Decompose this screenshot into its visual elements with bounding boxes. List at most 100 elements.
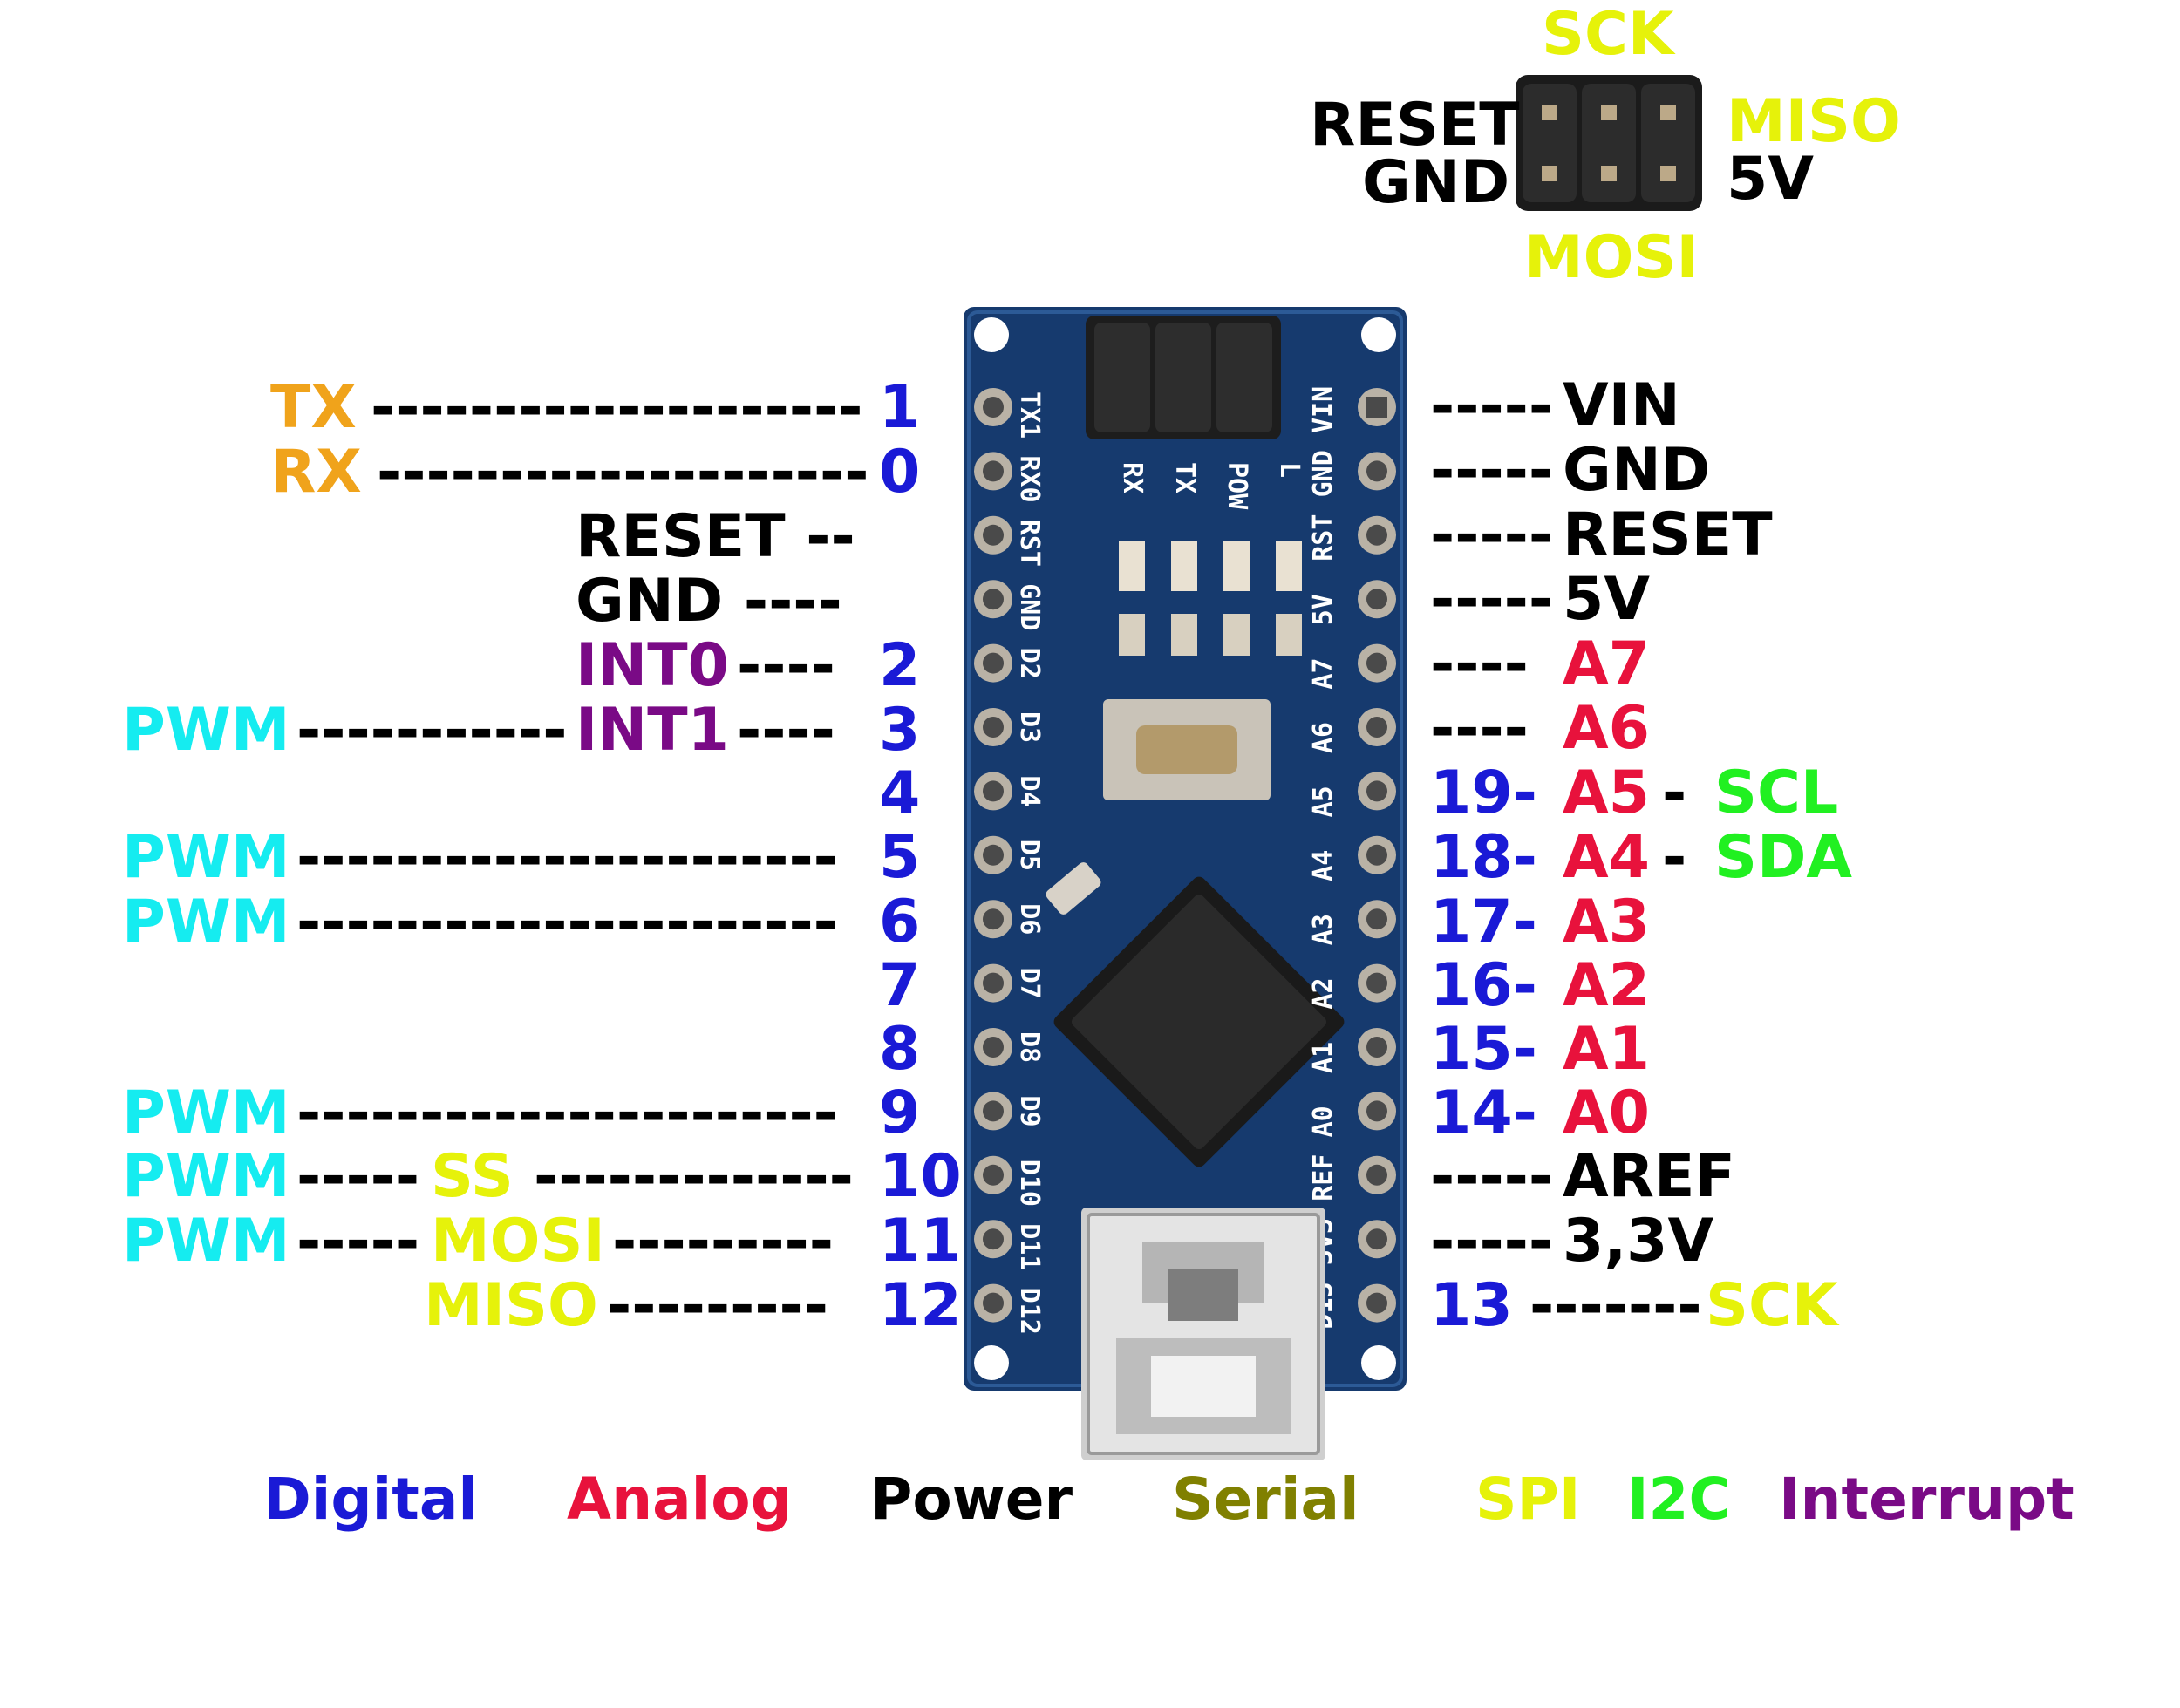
status-led — [1223, 541, 1250, 591]
rx-leader: -------------------- — [377, 438, 869, 507]
isp-pin — [1542, 105, 1557, 120]
silk-label-left: RX0 — [1014, 455, 1045, 502]
silk-label-left: D5 — [1014, 840, 1045, 871]
label-pwm-9: PWM — [122, 1079, 290, 1147]
status-led — [1171, 541, 1197, 591]
status-led — [1276, 541, 1302, 591]
label-reset-right: RESET — [1563, 500, 1773, 569]
label-a5: A5 — [1563, 759, 1650, 827]
pin-number-0: 0 — [879, 438, 921, 507]
pin-number-15: 15- — [1430, 1015, 1537, 1084]
pin-number-3: 3 — [879, 696, 921, 765]
isp-pin — [1542, 166, 1557, 181]
sck-leader: ------- — [1529, 1271, 1702, 1340]
led-label: RX — [1117, 462, 1148, 493]
resistor — [1119, 614, 1145, 656]
silk-label-right: VIN — [1308, 386, 1339, 433]
a5-leader: - — [1662, 759, 1687, 827]
label-gnd-right: GND — [1563, 436, 1711, 505]
isp-5v-label: 5V — [1727, 145, 1814, 214]
a4-leader: - — [1662, 823, 1687, 892]
silk-label-right: 5V — [1308, 594, 1339, 625]
legend-power: Power — [870, 1466, 1073, 1533]
status-led — [1119, 541, 1145, 591]
label-a6: A6 — [1563, 694, 1650, 763]
silk-label-left: D12 — [1014, 1288, 1045, 1335]
isp-pin — [1601, 105, 1617, 120]
mounting-hole — [974, 317, 1009, 352]
pwm6-leader: ---------------------- — [296, 888, 838, 956]
pin-number-2: 2 — [879, 631, 921, 700]
isp-gnd-label: GND — [1362, 148, 1510, 217]
pin-number-17: 17- — [1430, 888, 1537, 956]
isp-pin — [1660, 166, 1676, 181]
pwm10-leader-2: ------------- — [534, 1142, 854, 1211]
label-5v: 5V — [1563, 565, 1650, 634]
pin-number-11: 11 — [879, 1207, 962, 1276]
pin-number-5: 5 — [879, 823, 921, 892]
int1-leader: ---- — [737, 696, 835, 765]
silk-label-left: D4 — [1014, 775, 1045, 806]
label-pwm-6: PWM — [122, 888, 290, 956]
silk-label-right: A4 — [1308, 850, 1339, 881]
silk-label-left: D11 — [1014, 1223, 1045, 1270]
resistor — [1276, 614, 1302, 656]
label-miso: MISO — [424, 1271, 598, 1340]
isp-pin — [1601, 166, 1617, 181]
silk-label-left: RST — [1014, 520, 1045, 567]
label-int0: INT0 — [576, 631, 729, 700]
pwm11-leader-2: --------- — [612, 1207, 835, 1276]
label-a7: A7 — [1563, 629, 1650, 698]
pin-number-16: 16- — [1430, 951, 1537, 1020]
pin-number-6: 6 — [879, 888, 921, 956]
pin-number-1: 1 — [879, 373, 921, 442]
silk-label-left: D10 — [1014, 1160, 1045, 1207]
silk-label-left: GND — [1014, 583, 1045, 630]
silk-label-left: D3 — [1014, 711, 1045, 743]
tx-leader: -------------------- — [371, 373, 863, 442]
mounting-hole — [1361, 317, 1396, 352]
resistor — [1171, 614, 1197, 656]
mounting-hole — [1361, 1345, 1396, 1380]
pin-number-8: 8 — [879, 1015, 921, 1084]
pin-number-14: 14- — [1430, 1079, 1537, 1147]
resistor — [1223, 614, 1250, 656]
label-pwm-3: PWM — [122, 696, 290, 765]
isp-mosi-label: MOSI — [1524, 223, 1699, 292]
label-rx: RX — [270, 438, 362, 507]
pwm3-leader: ----------- — [296, 696, 568, 765]
label-sck: SCK — [1706, 1271, 1838, 1340]
legend-spi: SPI — [1475, 1466, 1581, 1533]
silk-label-right: A3 — [1308, 914, 1339, 945]
isp-sck-label: SCK — [1542, 0, 1674, 69]
label-a1: A1 — [1563, 1015, 1650, 1084]
label-pwm-11: PWM — [122, 1207, 290, 1276]
silk-label-left: D7 — [1014, 968, 1045, 999]
label-reset-left: RESET -- — [576, 502, 855, 571]
pwm5-leader: ---------------------- — [296, 823, 838, 892]
legend-i2c: I2C — [1627, 1466, 1731, 1533]
pin-number-9: 9 — [879, 1079, 921, 1147]
pwm9-leader: ---------------------- — [296, 1079, 838, 1147]
vin-leader: ----- — [1430, 371, 1554, 440]
legend-digital: Digital — [263, 1466, 478, 1533]
label-aref: AREF — [1563, 1142, 1735, 1211]
label-sda: SDA — [1714, 823, 1853, 892]
isp-reset-label: RESET — [1310, 91, 1520, 160]
silk-label-right: RST — [1308, 514, 1339, 561]
isp-header — [1516, 75, 1702, 211]
mounting-hole — [974, 1345, 1009, 1380]
label-pwm-5: PWM — [122, 823, 290, 892]
int0-leader: ---- — [737, 631, 835, 700]
led-label: TX — [1169, 462, 1200, 493]
gnd-leader: ----- — [1430, 436, 1554, 505]
silk-label-right: GND — [1308, 450, 1339, 497]
silk-label-left: D2 — [1014, 648, 1045, 679]
reset-leader: ----- — [1430, 500, 1554, 569]
silk-label-right: A5 — [1308, 786, 1339, 817]
label-a2: A2 — [1563, 951, 1650, 1020]
label-ss: SS — [431, 1142, 514, 1211]
label-vin: VIN — [1563, 371, 1680, 440]
label-a0: A0 — [1563, 1079, 1650, 1147]
